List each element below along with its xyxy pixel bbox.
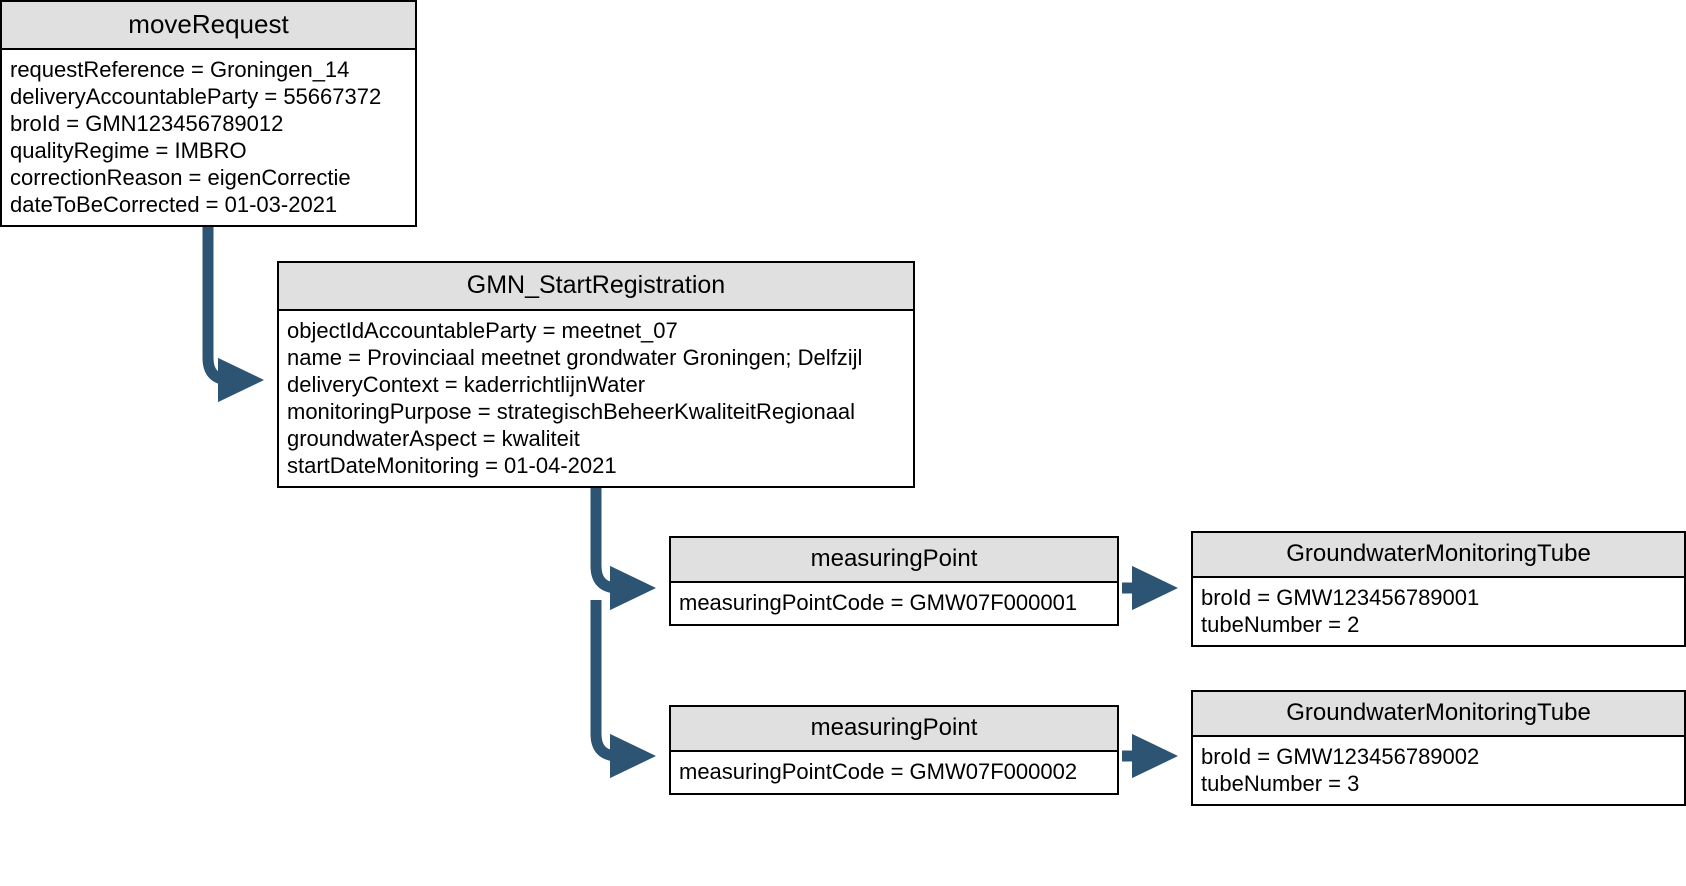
object-box-gmn-start-registration[interactable]: GMN_StartRegistration objectIdAccountabl… (277, 261, 915, 488)
attribute-line: correctionReason = eigenCorrectie (10, 165, 351, 190)
attribute-line: startDateMonitoring = 01-04-2021 (287, 453, 617, 478)
object-box-attributes-move-request: requestReference = Groningen_14 delivery… (2, 50, 415, 225)
object-box-title-gmn-start-registration: GMN_StartRegistration (279, 263, 913, 311)
attribute-line: measuringPointCode = GMW07F000002 (679, 759, 1078, 784)
attribute-line: objectIdAccountableParty = meetnet_07 (287, 318, 678, 343)
object-box-attributes-groundwater-monitoring-tube-2: broId = GMW123456789002 tubeNumber = 3 (1193, 737, 1684, 804)
object-box-attributes-measuring-point-2: measuringPointCode = GMW07F000002 (671, 752, 1117, 793)
attribute-line: measuringPointCode = GMW07F000001 (679, 590, 1078, 615)
object-box-attributes-measuring-point-1: measuringPointCode = GMW07F000001 (671, 583, 1117, 624)
object-box-title-groundwater-monitoring-tube-2: GroundwaterMonitoringTube (1193, 692, 1684, 737)
connector-moverequest-to-gmn (202, 221, 265, 403)
attribute-line: broId = GMW123456789001 (1201, 585, 1480, 610)
object-box-move-request[interactable]: moveRequest requestReference = Groningen… (0, 0, 417, 227)
attribute-line: broId = GMN123456789012 (10, 111, 284, 136)
object-box-groundwater-monitoring-tube-1[interactable]: GroundwaterMonitoringTube broId = GMW123… (1191, 531, 1686, 647)
attribute-line: deliveryAccountableParty = 55667372 (10, 84, 382, 109)
connector-gmn-to-measuringpoint-2 (590, 600, 657, 779)
attribute-line: requestReference = Groningen_14 (10, 57, 350, 82)
object-box-title-move-request: moveRequest (2, 2, 415, 50)
object-box-title-groundwater-monitoring-tube-1: GroundwaterMonitoringTube (1193, 533, 1684, 578)
attribute-line: qualityRegime = IMBRO (10, 138, 247, 163)
object-box-title-measuring-point-1: measuringPoint (671, 538, 1117, 583)
attribute-line: deliveryContext = kaderrichtlijnWater (287, 372, 646, 397)
attribute-line: dateToBeCorrected = 01-03-2021 (10, 192, 338, 217)
attribute-line: tubeNumber = 3 (1201, 771, 1360, 796)
attribute-line: broId = GMW123456789002 (1201, 744, 1480, 769)
object-box-measuring-point-2[interactable]: measuringPoint measuringPointCode = GMW0… (669, 705, 1119, 795)
attribute-line: tubeNumber = 2 (1201, 612, 1360, 637)
object-box-attributes-groundwater-monitoring-tube-1: broId = GMW123456789001 tubeNumber = 2 (1193, 578, 1684, 645)
attribute-line: groundwaterAspect = kwaliteit (287, 426, 580, 451)
attribute-line: monitoringPurpose = strategischBeheerKwa… (287, 399, 856, 424)
connector-gmn-to-measuringpoint-1 (590, 484, 657, 611)
object-box-groundwater-monitoring-tube-2[interactable]: GroundwaterMonitoringTube broId = GMW123… (1191, 690, 1686, 806)
object-box-attributes-gmn-start-registration: objectIdAccountableParty = meetnet_07 na… (279, 311, 913, 486)
object-box-measuring-point-1[interactable]: measuringPoint measuringPointCode = GMW0… (669, 536, 1119, 626)
attribute-line: name = Provinciaal meetnet grondwater Gr… (287, 345, 863, 370)
object-box-title-measuring-point-2: measuringPoint (671, 707, 1117, 752)
